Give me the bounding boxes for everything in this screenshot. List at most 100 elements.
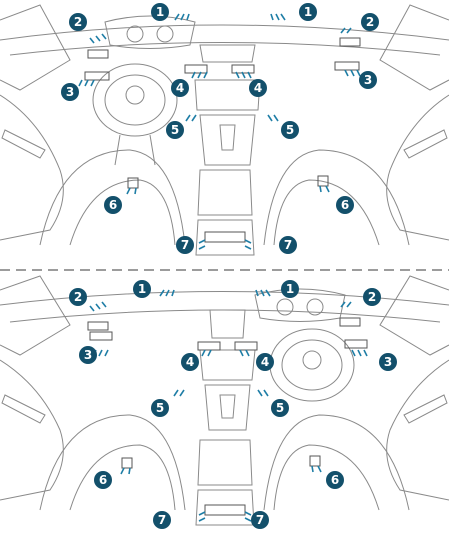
callout-label: 4	[261, 355, 269, 369]
right-door-frame	[379, 4, 449, 91]
callout-label: 4	[176, 81, 184, 95]
callout-label: 7	[181, 238, 189, 252]
arrow-6b	[311, 465, 322, 473]
callout-label: 2	[74, 15, 82, 29]
callout-label: 3	[384, 355, 392, 369]
steering-wheel-inner	[281, 339, 343, 391]
vent-rear-console	[204, 231, 246, 243]
callout-label: 2	[368, 290, 376, 304]
right-seat	[263, 414, 410, 511]
callout: 2	[69, 288, 87, 306]
gauge-right	[306, 298, 324, 316]
left-door-panel	[0, 359, 64, 501]
arrow-5b	[257, 389, 269, 397]
callout: 3	[359, 71, 377, 89]
dashboard-top-line	[0, 24, 449, 41]
arrow-6b	[319, 185, 330, 193]
left-seat-cushion	[69, 179, 176, 246]
steering-wheel-inner	[104, 74, 166, 126]
callout-label: 7	[284, 238, 292, 252]
left-door-handle	[1, 394, 46, 424]
center-console	[194, 79, 261, 111]
callout: 6	[94, 471, 112, 489]
callout-label: 7	[256, 513, 264, 527]
callout-label: 7	[158, 513, 166, 527]
callout-label: 6	[331, 473, 339, 487]
left-door-panel	[0, 94, 64, 241]
callout: 4	[171, 79, 189, 97]
callout-label: 6	[109, 198, 117, 212]
gear-lever	[219, 394, 236, 419]
armrest	[197, 169, 253, 216]
vent-right-dash	[334, 61, 360, 71]
callout: 7	[279, 236, 297, 254]
callout-label: 2	[366, 15, 374, 29]
callout-label: 6	[99, 473, 107, 487]
callout: 6	[326, 471, 344, 489]
right-seat-cushion	[273, 179, 380, 246]
callout: 4	[256, 353, 274, 371]
arrow-5a	[173, 389, 185, 397]
instrument-cluster	[104, 15, 196, 49]
callout-label: 5	[276, 401, 284, 415]
center-screen	[209, 309, 246, 339]
callout: 6	[104, 196, 122, 214]
callout-label: 3	[84, 348, 92, 362]
callout-label: 3	[364, 73, 372, 87]
steering-logo	[125, 85, 145, 105]
vent-left-dash	[84, 71, 110, 81]
arrow-4a	[191, 71, 208, 79]
gauge-left	[276, 298, 294, 316]
panel-right-hand-drive	[0, 275, 449, 526]
callout: 3	[79, 346, 97, 364]
arrow-1a	[159, 289, 175, 297]
arrow-2b	[340, 301, 352, 308]
callouts-top: 1 1 2 2 3 3 4 4 5 5 6 6 7 7	[61, 3, 379, 254]
vent-center-left	[197, 341, 221, 351]
left-seat	[39, 149, 186, 246]
vent-center-left	[184, 64, 208, 74]
arrow-1a	[174, 13, 190, 21]
vent-left-footwell	[127, 177, 139, 189]
arrow-5b	[267, 114, 279, 122]
callout: 1	[151, 3, 169, 21]
left-seat-cushion	[69, 444, 176, 511]
arrow-1b	[255, 289, 271, 297]
vent-right-side	[339, 37, 361, 47]
callout: 4	[181, 353, 199, 371]
left-door-frame	[0, 275, 71, 356]
vent-left-side	[87, 321, 109, 331]
vent-right-footwell	[317, 175, 329, 187]
callout-label: 5	[156, 401, 164, 415]
callout: 6	[336, 196, 354, 214]
arrow-6a	[126, 187, 137, 195]
callout: 1	[299, 3, 317, 21]
callout: 5	[271, 399, 289, 417]
gauge-left	[126, 25, 144, 43]
callout-label: 5	[286, 123, 294, 137]
callout: 2	[363, 288, 381, 306]
callout-label: 1	[156, 5, 164, 19]
vent-center-right	[234, 341, 258, 351]
callout: 5	[151, 399, 169, 417]
arrow-2a	[89, 301, 107, 312]
left-door-handle	[1, 129, 46, 159]
vent-left-footwell	[121, 457, 133, 469]
arrows-bottom	[89, 289, 368, 522]
gear-area	[204, 384, 251, 431]
gauge-right	[156, 25, 174, 43]
arrow-7a	[198, 239, 206, 250]
arrow-7b	[244, 239, 252, 250]
left-seat	[39, 414, 186, 511]
center-screen	[199, 44, 256, 63]
right-door-handle	[403, 394, 448, 424]
arrow-4b	[239, 349, 250, 357]
arrow-1b	[270, 13, 286, 21]
callout: 7	[176, 236, 194, 254]
steering-logo	[302, 350, 322, 370]
arrow-3b	[344, 69, 361, 77]
callout-label: 5	[171, 123, 179, 137]
callout: 3	[61, 83, 79, 101]
